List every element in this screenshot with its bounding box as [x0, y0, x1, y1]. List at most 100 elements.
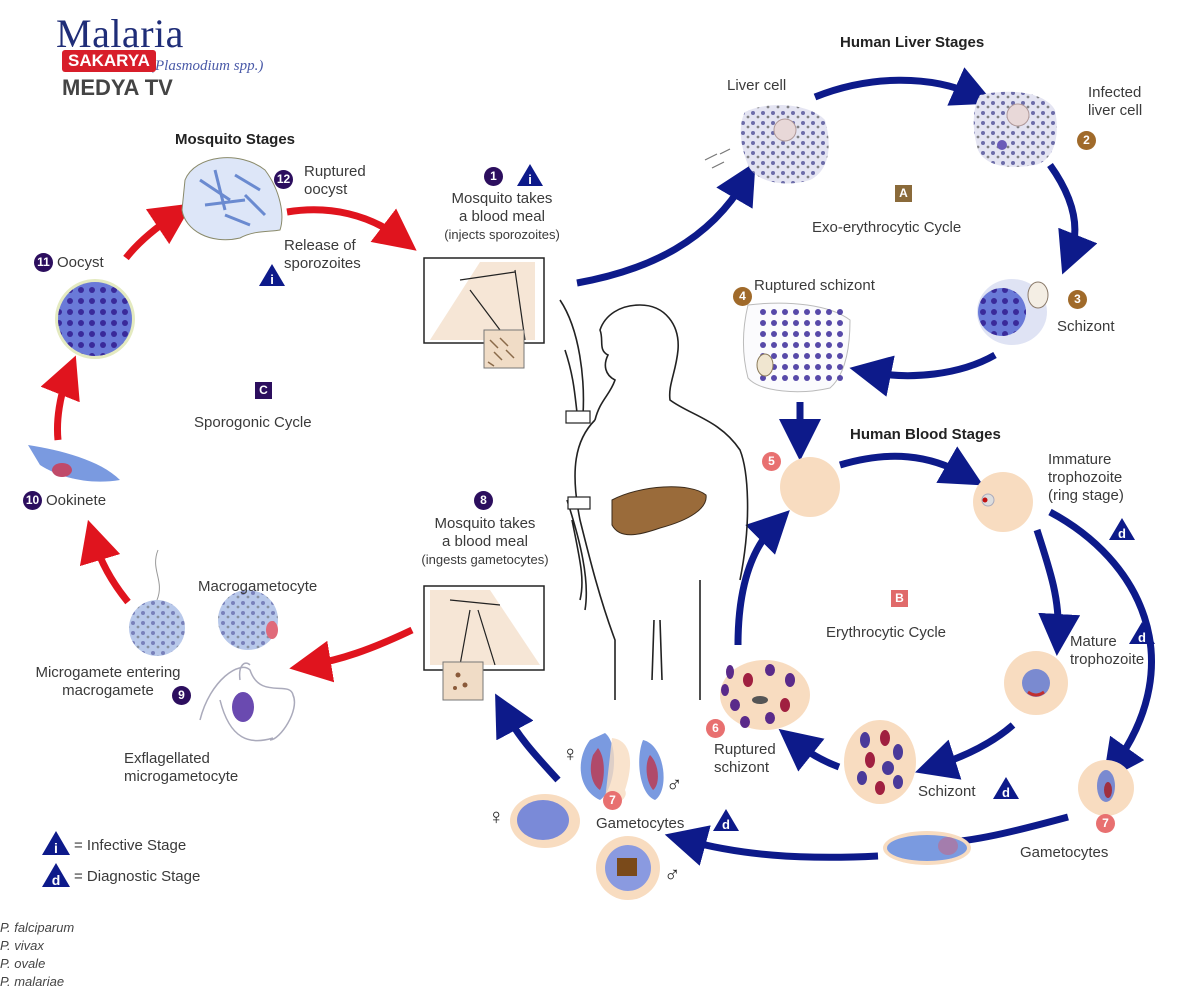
- header-human-blood-stages: Human Blood Stages: [850, 426, 1001, 443]
- stage-9-line1: Microgamete entering: [35, 664, 181, 681]
- stage-number-6: 6: [706, 719, 725, 738]
- liver-organ: [611, 486, 707, 536]
- stage-1-line3: (injects sporozoites): [444, 227, 560, 242]
- female-symbol: ♀: [562, 741, 579, 766]
- release-sporozoites-label: Release of sporozoites: [284, 237, 361, 273]
- liver-schizont: [977, 279, 1049, 345]
- liver-ruptured-schizont: [743, 302, 851, 393]
- blue-arrows: [495, 67, 1155, 866]
- rbc-ring-stage: [973, 472, 1033, 532]
- species-vivax: P. vivax: [0, 938, 44, 953]
- immature-line2: trophozoite: [1048, 469, 1123, 486]
- stage-6-line2: schizont: [714, 759, 770, 776]
- exflagellated-label: Exflagellated microgametocyte: [124, 750, 238, 786]
- arrow-2-to-3: [1047, 162, 1098, 275]
- stage-2-line2: liver cell: [1088, 102, 1143, 119]
- logo-subtitle: (Plasmodium spp.): [150, 58, 264, 74]
- arrow-11-to-12: [123, 203, 193, 261]
- vivax-female-gametocyte: [510, 794, 580, 848]
- stage-number-10: 10: [23, 491, 42, 510]
- legend-diagnostic-text: = Diagnostic Stage: [74, 868, 201, 885]
- species-list: P. vivax P. ovale P. malariae: [0, 937, 1200, 991]
- mature-line1: Mature: [1070, 633, 1117, 650]
- oocyst: [55, 279, 135, 359]
- skin-site-upper: [565, 410, 591, 424]
- svg-text:d: d: [1138, 630, 1146, 645]
- release-line1: Release of: [284, 237, 356, 254]
- immature-line1: Immature: [1048, 451, 1112, 468]
- legend-infective-text: = Infective Stage: [74, 837, 187, 854]
- stage-9-label: Microgamete entering macrogamete: [22, 664, 194, 700]
- watermark-tv: MEDYA TV: [62, 75, 173, 100]
- stage-4-label: Ruptured schizont: [754, 277, 875, 294]
- stage-number-5: 5: [762, 452, 781, 471]
- rbc-stage-5: [780, 457, 840, 517]
- stage-number-7: 7: [603, 791, 622, 810]
- human-silhouette: [559, 299, 749, 700]
- stage-8-label: Mosquito takes a blood meal (ingests gam…: [410, 515, 560, 569]
- stage-number-11: 11: [34, 253, 53, 272]
- stage-8-line2: a blood meal: [442, 533, 528, 550]
- macrogametocyte-label: Macrogametocyte: [198, 578, 318, 595]
- exflagellated-microgametocyte: [199, 662, 296, 742]
- stage-3-label: Schizont: [1057, 318, 1115, 335]
- microgamete-entering-macrogamete: [129, 549, 185, 656]
- header-mosquito-stages: Mosquito Stages: [175, 131, 296, 148]
- species-ovale: P. ovale: [0, 956, 46, 971]
- ruptured-oocyst: [181, 157, 283, 241]
- stage-number-3: 3: [1068, 290, 1087, 309]
- stage-1-label: Mosquito takes a blood meal (injects spo…: [432, 190, 572, 244]
- stage-6-line1: Ruptured: [714, 741, 776, 758]
- macrogametocyte-cell: [218, 590, 278, 650]
- skin-site-lower: [567, 496, 591, 510]
- mature-trophozoite-label: Mature trophozoite: [1070, 633, 1144, 669]
- cycle-badge-c: C: [255, 382, 272, 399]
- species-falciparum: P. falciparum: [0, 920, 75, 935]
- gametocytes-label-right: Gametocytes: [1020, 844, 1109, 861]
- arrow-mature-to-schizont: [914, 722, 1016, 780]
- falciparum-gametocytes: [580, 733, 664, 805]
- exflag-line2: microgametocyte: [124, 768, 239, 785]
- mosquito-panel-ingests: [423, 585, 545, 701]
- svg-text:d: d: [1118, 526, 1126, 541]
- rbc-ruptured-schizont: [720, 660, 810, 730]
- stage-number-4: 4: [733, 287, 752, 306]
- liver-cell: [704, 105, 829, 184]
- rbc-gametocyte-elongated: [883, 831, 971, 865]
- male-symbol: ♂: [664, 862, 681, 887]
- arrow-1-to-liver: [576, 161, 756, 287]
- arrow-gametocytes-to-8: [495, 693, 561, 783]
- header-human-liver-stages: Human Liver Stages: [840, 34, 985, 51]
- watermark-badge: SAKARYA: [62, 50, 156, 72]
- arrow-gametocyte-line: [949, 813, 1069, 846]
- cycle-exo-erythrocytic: Exo-erythrocytic Cycle: [812, 219, 962, 236]
- gametocytes-label: Gametocytes: [596, 815, 685, 832]
- cycle-sporogonic: Sporogonic Cycle: [194, 414, 312, 431]
- vivax-male-gametocyte: [596, 836, 660, 900]
- immature-trophozoite-label: Immature trophozoite (ring stage): [1048, 451, 1124, 505]
- stage-8-line1: Mosquito takes: [434, 515, 536, 532]
- arrow-9-to-10: [79, 519, 131, 605]
- stage-number-2: 2: [1077, 131, 1096, 150]
- stage-number-7-right: 7: [1096, 814, 1115, 833]
- malaria-life-cycle-diagram: Malaria (Plasmodium spp.) SAKARYA MEDYA …: [0, 11, 1155, 989]
- female-symbol: ♀: [488, 804, 505, 829]
- stage-number-9: 9: [172, 686, 191, 705]
- red-arrows: [40, 203, 417, 683]
- arrow-3-to-4: [849, 351, 997, 397]
- arrow-ring-to-gametocyte: [1048, 508, 1155, 783]
- stage-number-8: 8: [474, 491, 493, 510]
- stage-2-line1: Infected: [1088, 84, 1142, 101]
- arrow-5-to-ring: [838, 446, 984, 486]
- release-line2: sporozoites: [284, 255, 361, 272]
- stage-10-label: Ookinete: [46, 492, 107, 509]
- stage-12-label: Ruptured oocyst: [304, 163, 366, 199]
- stage-8-line3: (ingests gametocytes): [421, 552, 549, 567]
- cycle-badge-b: B: [891, 590, 908, 607]
- arrow-liver-to-infected: [813, 67, 995, 106]
- logo-title: Malaria: [56, 11, 184, 56]
- svg-text:d: d: [1002, 785, 1010, 800]
- arrow-8-to-9: [289, 626, 414, 683]
- mature-line2: trophozoite: [1070, 651, 1145, 668]
- arrow-12-to-1: [286, 206, 417, 251]
